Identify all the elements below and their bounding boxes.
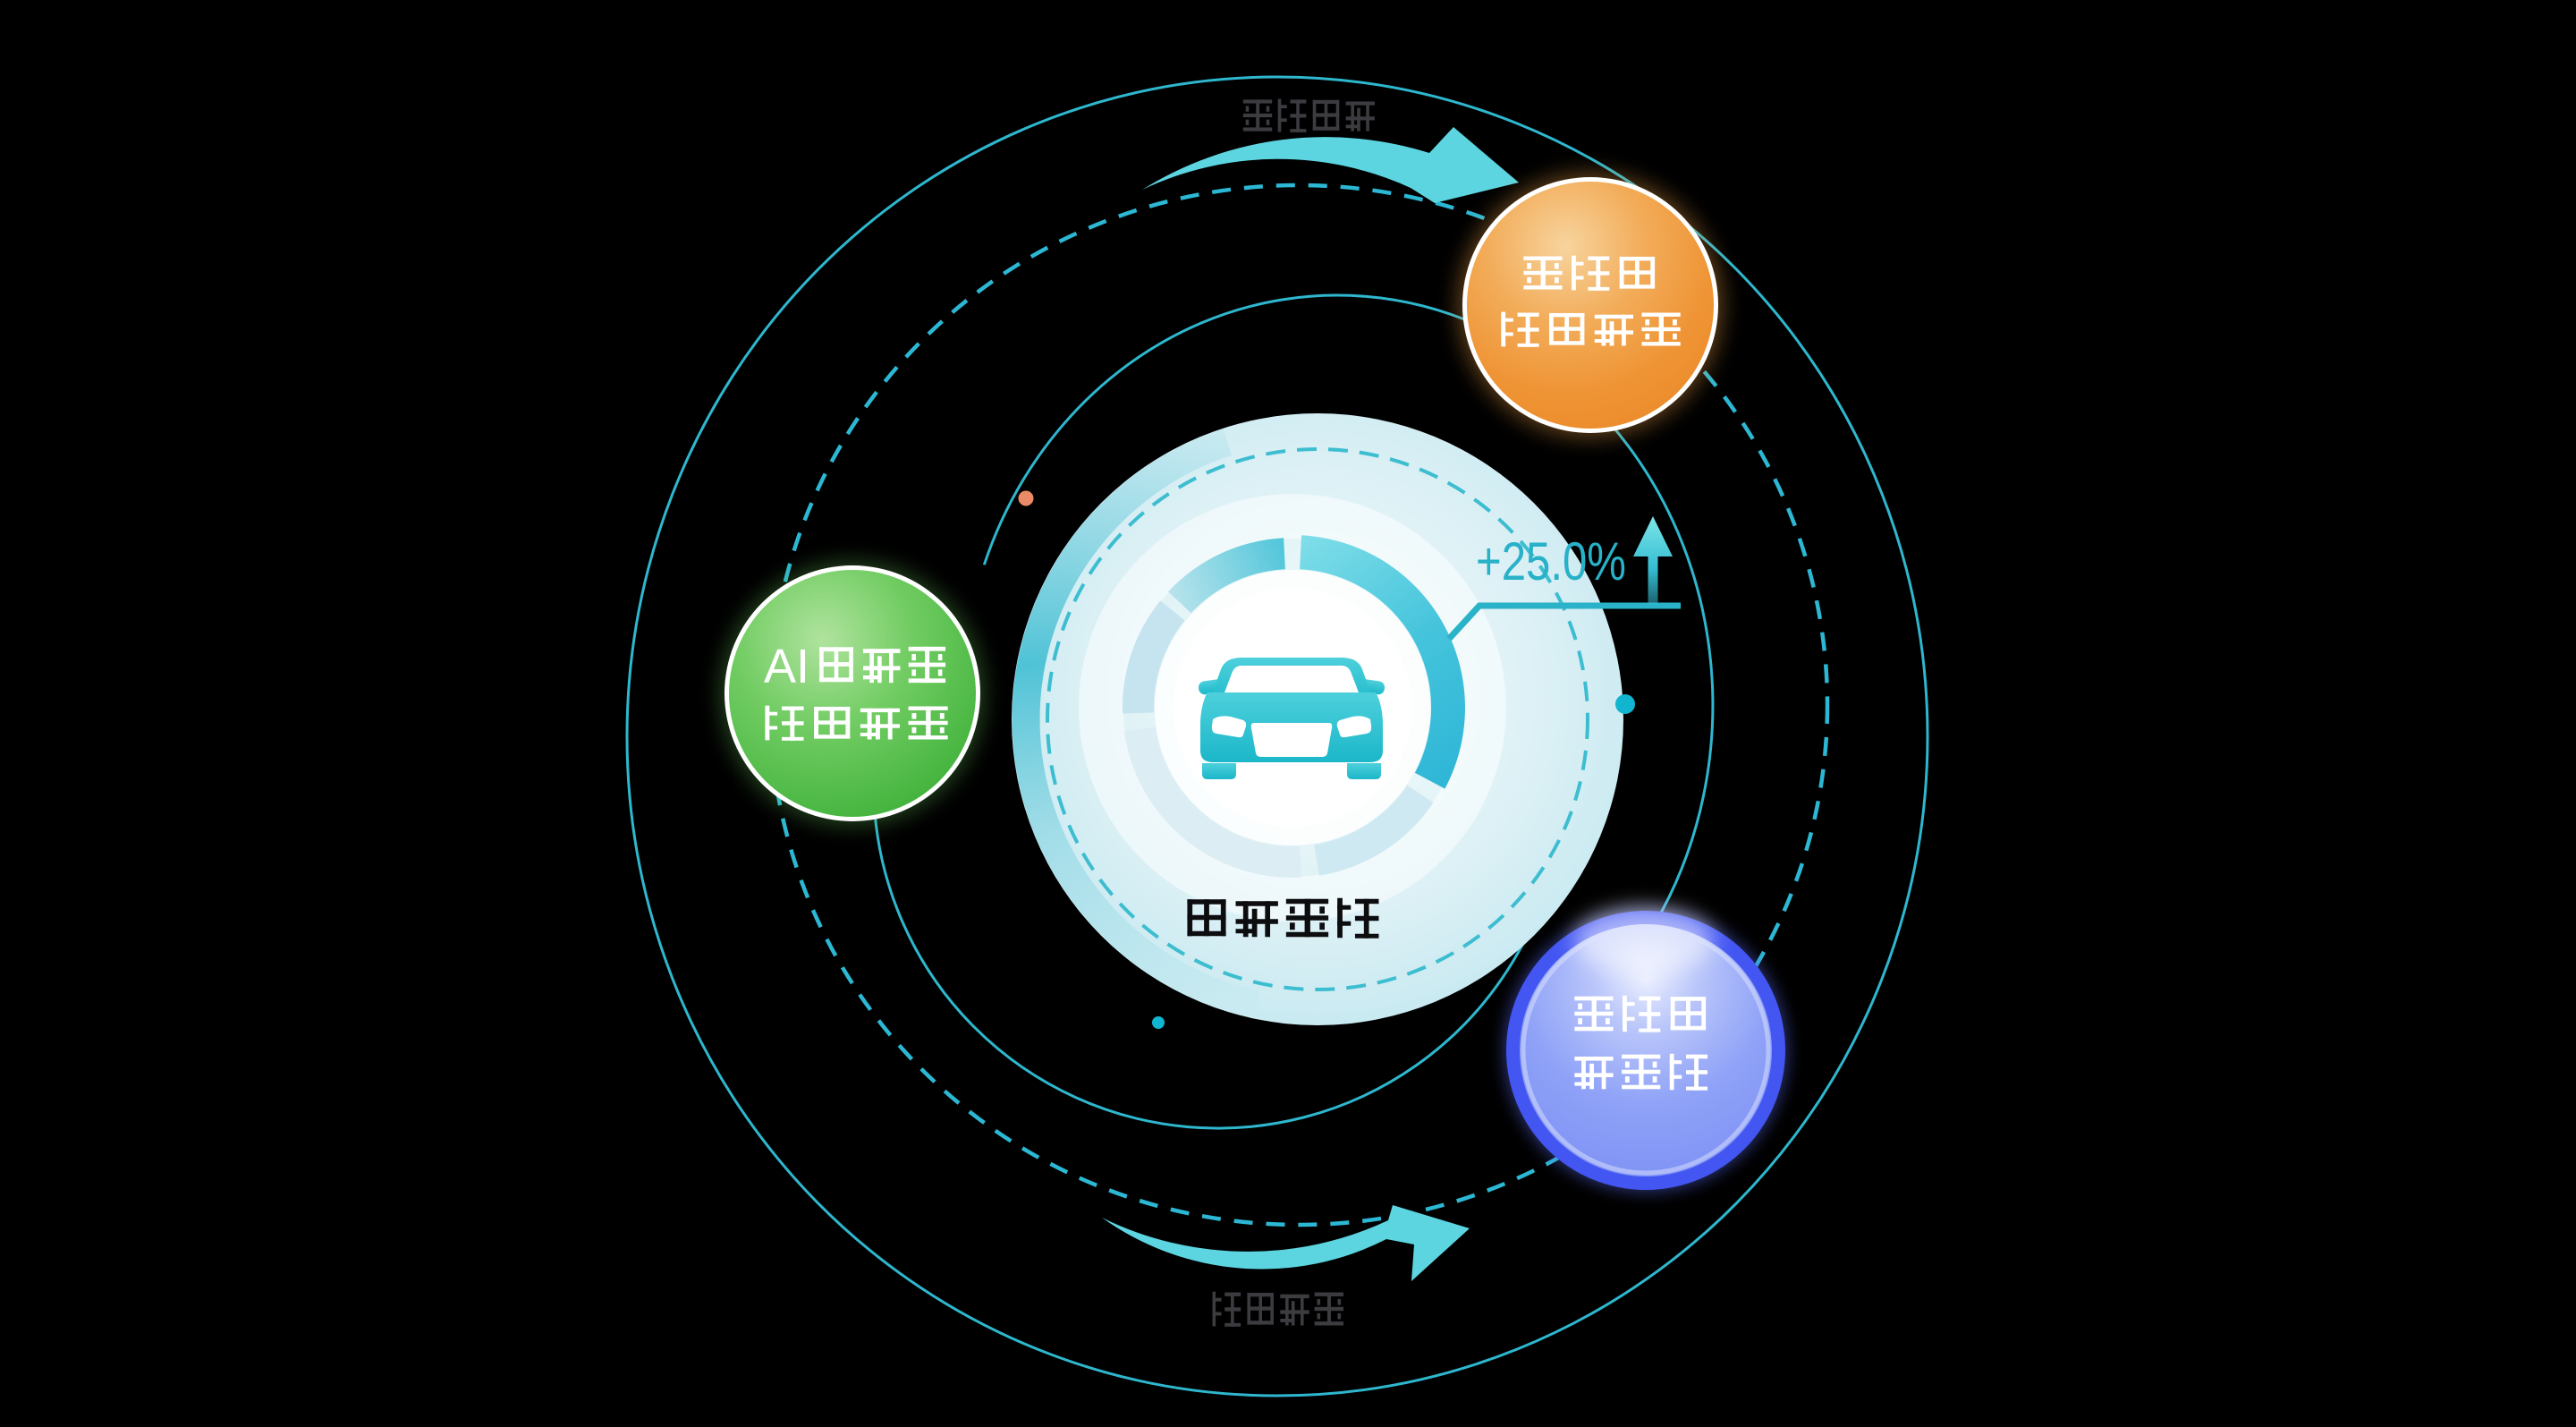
svg-text:AI: AI (764, 640, 809, 693)
svg-text:+25.0%: +25.0% (1476, 531, 1626, 591)
